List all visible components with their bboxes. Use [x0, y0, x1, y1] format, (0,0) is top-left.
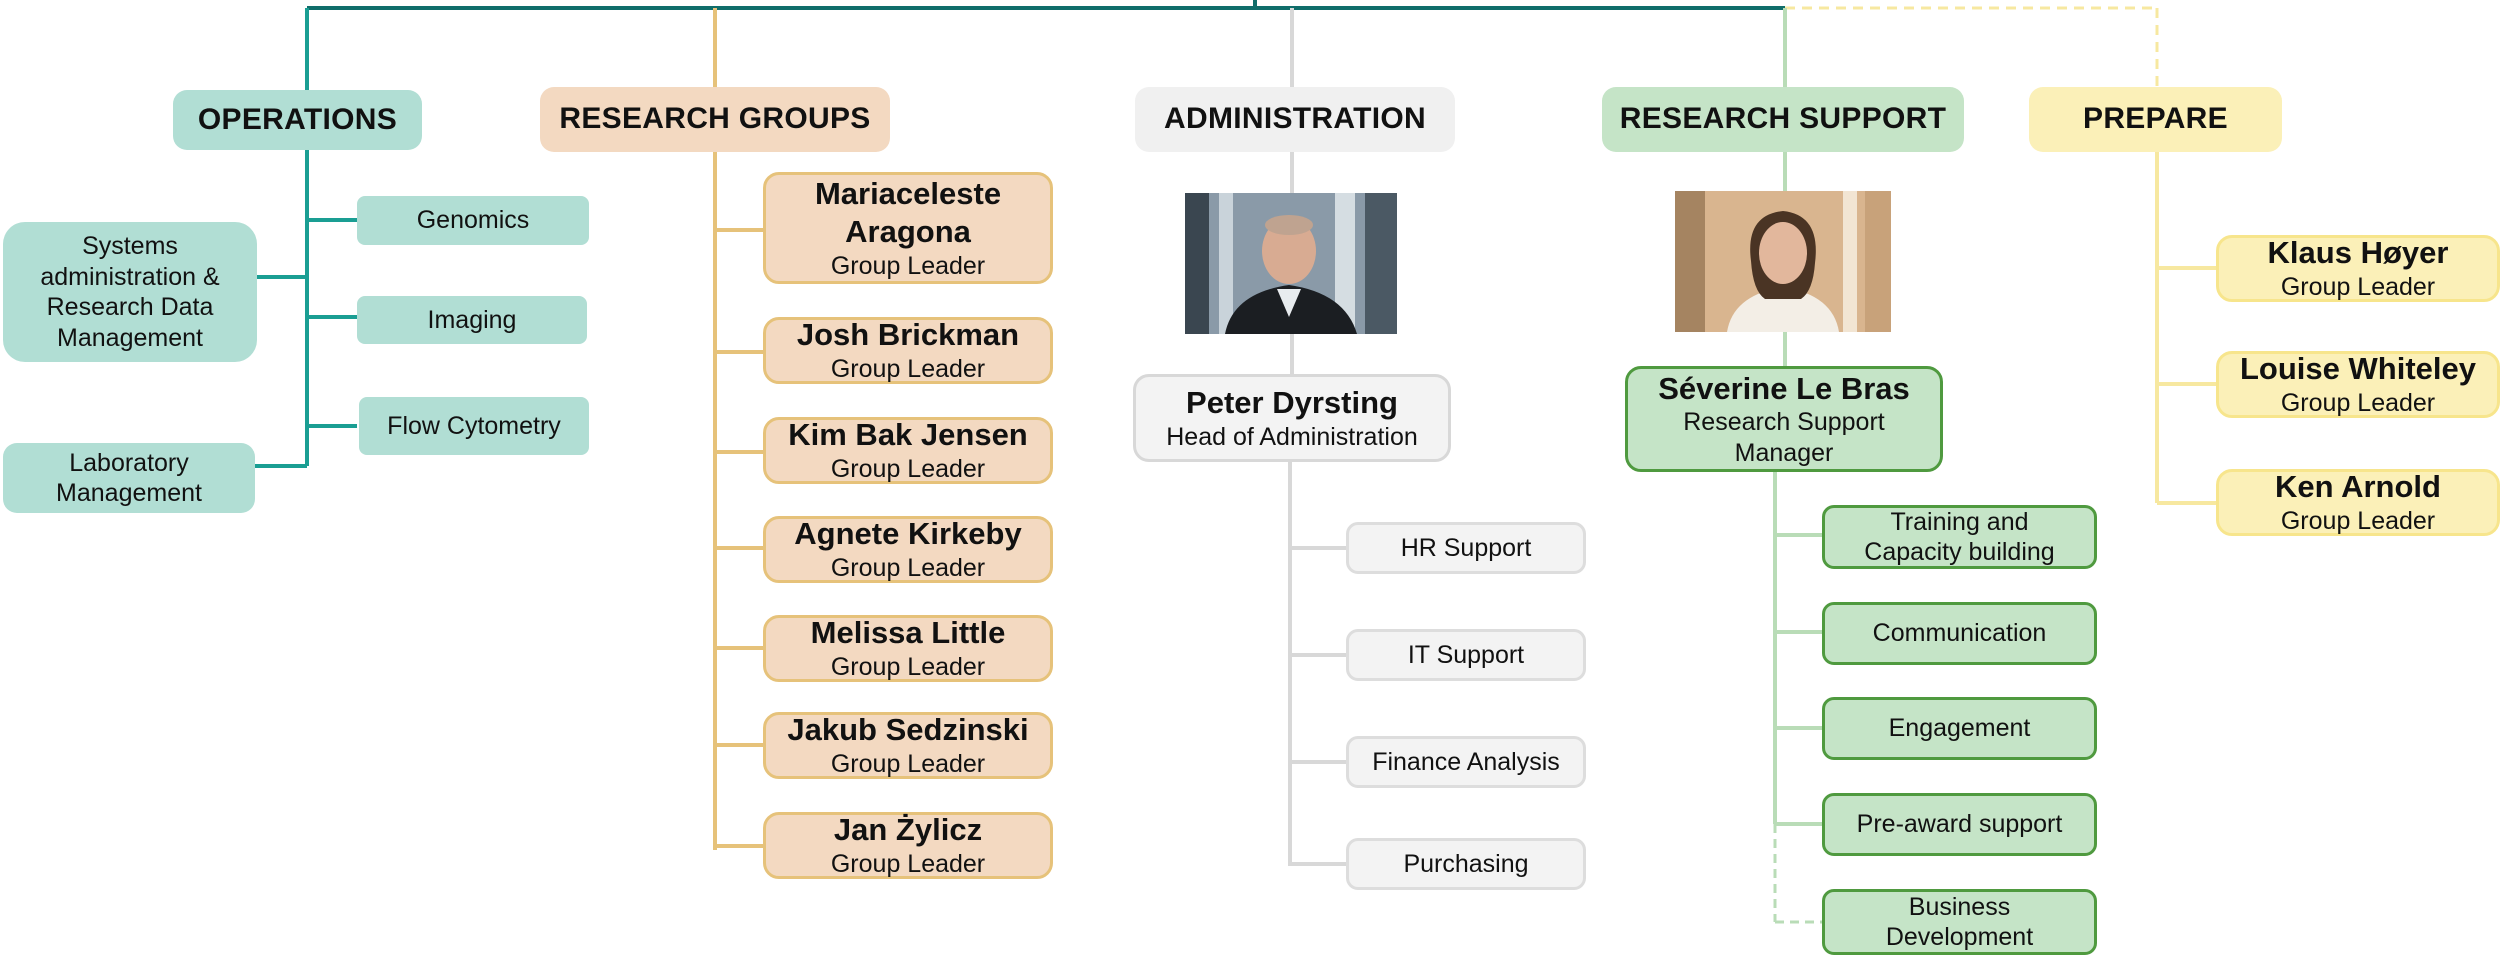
group-leader-card: Melissa Little Group Leader	[763, 615, 1053, 682]
manager-name: Séverine Le Bras	[1658, 370, 1910, 406]
genomics-facility: Genomics	[357, 196, 589, 245]
finance-analysis-unit: Finance Analysis	[1346, 736, 1586, 788]
prepare-header: PREPARE	[2029, 87, 2282, 152]
imaging-facility: Imaging	[357, 296, 587, 344]
leader-role: Group Leader	[830, 653, 986, 682]
leader-name: Jan Żylicz	[833, 812, 983, 848]
manager-role: Research Support Manager	[1683, 408, 1885, 467]
business-development-unit: Business Development	[1822, 889, 2097, 955]
engagement-unit: Engagement	[1822, 697, 2097, 760]
operations-header: OPERATIONS	[173, 90, 422, 150]
research-support-header: RESEARCH SUPPORT	[1602, 87, 1964, 152]
it-support-unit: IT Support	[1346, 629, 1586, 681]
group-leader-card: Kim Bak Jensen Group Leader	[763, 417, 1053, 484]
prepare-leader-card: Louise Whiteley Group Leader	[2216, 351, 2500, 418]
leader-name: Agnete Kirkeby	[794, 516, 1022, 552]
leader-name: Ken Arnold	[2275, 469, 2441, 505]
group-leader-card: Jakub Sedzinski Group Leader	[763, 712, 1053, 779]
pre-award-support-unit: Pre-award support	[1822, 793, 2097, 856]
leader-role: Group Leader	[2280, 507, 2436, 536]
leader-role: Group Leader	[830, 554, 986, 583]
purchasing-unit: Purchasing	[1346, 838, 1586, 890]
group-leader-card: Mariaceleste Aragona Group Leader	[763, 172, 1053, 284]
leader-name: Josh Brickman	[796, 317, 1020, 353]
leader-role: Group Leader	[830, 850, 986, 879]
leader-name: Jakub Sedzinski	[787, 712, 1029, 748]
flow-cytometry-facility: Flow Cytometry	[359, 397, 589, 455]
group-leader-card: Josh Brickman Group Leader	[763, 317, 1053, 384]
peter-dyrsting-photo	[1185, 193, 1397, 334]
leader-role: Group Leader	[830, 251, 986, 280]
leader-role: Group Leader	[830, 750, 986, 779]
leader-name: Louise Whiteley	[2240, 351, 2476, 387]
head-name: Peter Dyrsting	[1186, 384, 1398, 420]
head-role: Head of Administration	[1166, 422, 1418, 451]
leader-role: Group Leader	[830, 355, 986, 384]
group-leader-card: Agnete Kirkeby Group Leader	[763, 516, 1053, 583]
leader-name: Mariaceleste Aragona	[814, 175, 1002, 249]
communication-unit: Communication	[1822, 602, 2097, 665]
prepare-leader-card: Ken Arnold Group Leader	[2216, 469, 2500, 536]
leader-role: Group Leader	[2280, 273, 2436, 302]
leader-name: Kim Bak Jensen	[788, 417, 1028, 453]
head-of-administration-card: Peter Dyrsting Head of Administration	[1133, 374, 1451, 462]
leader-name: Klaus Høyer	[2267, 235, 2449, 271]
hr-support-unit: HR Support	[1346, 522, 1586, 574]
severine-le-bras-photo	[1675, 191, 1891, 332]
group-leader-card: Jan Żylicz Group Leader	[763, 812, 1053, 879]
systems-admin-unit: Systems administration & Research Data M…	[3, 222, 257, 362]
leader-name: Melissa Little	[810, 615, 1006, 651]
administration-header: ADMINISTRATION	[1135, 87, 1455, 152]
laboratory-management-unit: Laboratory Management	[3, 443, 255, 513]
research-support-manager-card: Séverine Le Bras Research Support Manage…	[1625, 366, 1943, 472]
leader-role: Group Leader	[830, 455, 986, 484]
prepare-leader-card: Klaus Høyer Group Leader	[2216, 235, 2500, 302]
research-groups-header: RESEARCH GROUPS	[540, 87, 890, 152]
leader-role: Group Leader	[2280, 389, 2436, 418]
training-unit: Training and Capacity building	[1822, 505, 2097, 569]
